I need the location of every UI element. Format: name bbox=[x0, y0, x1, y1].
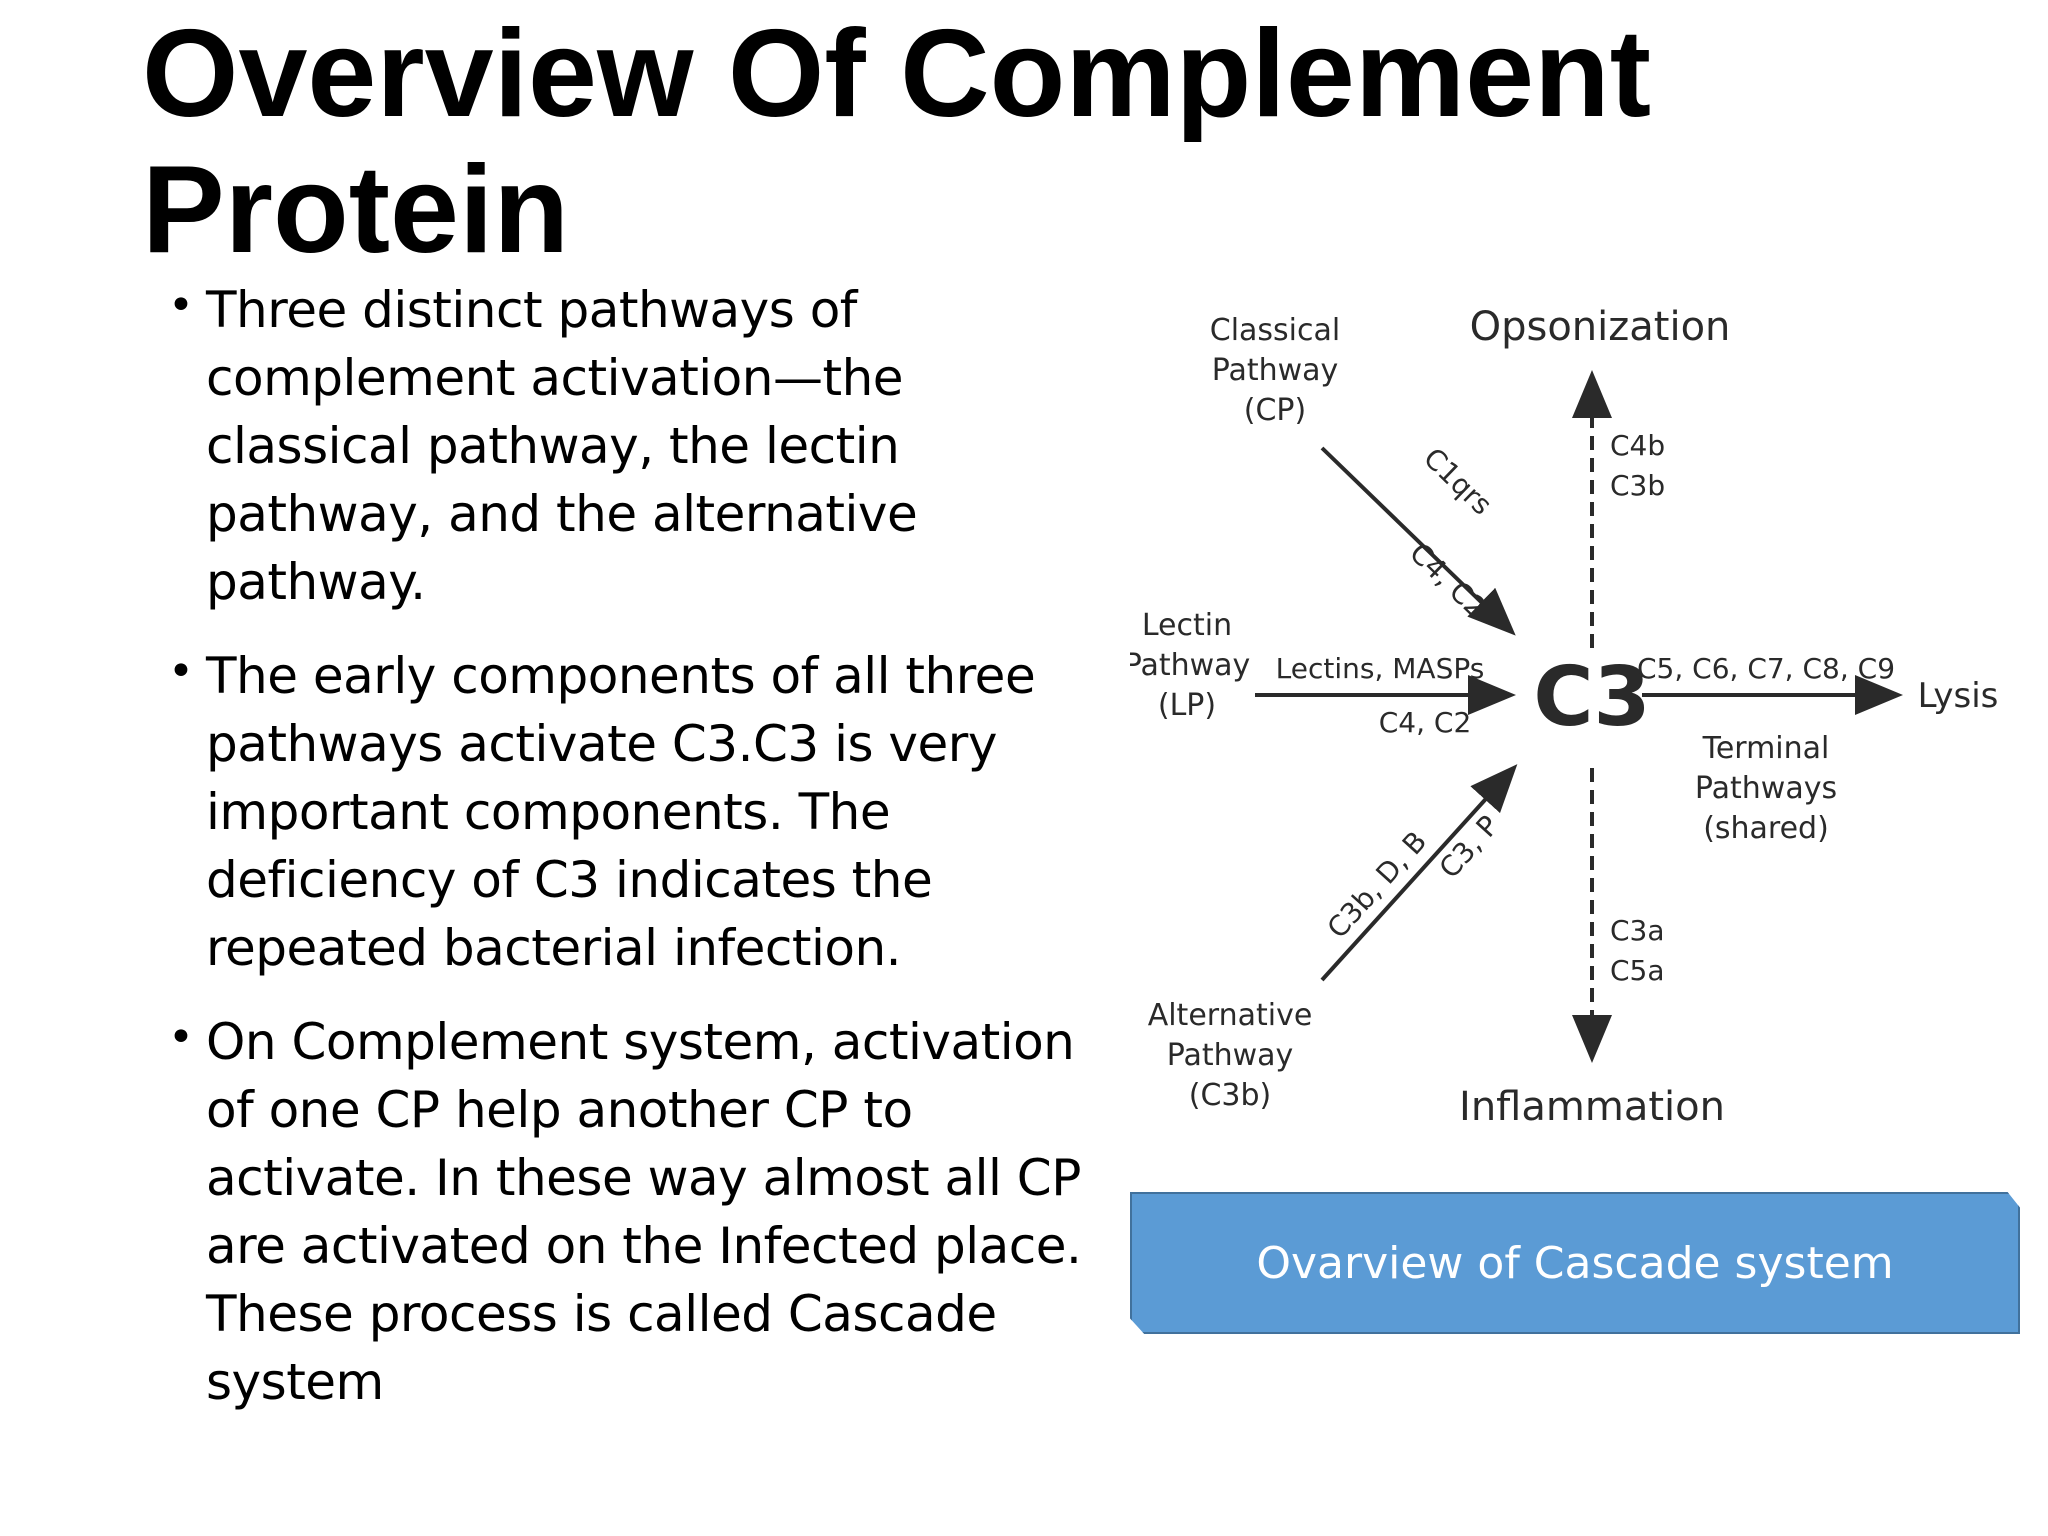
lectin-arrow-label-2: C4, C2 bbox=[1379, 706, 1472, 739]
lectin-arrow-label-1: Lectins, MASPs bbox=[1276, 652, 1485, 685]
classical-arrow bbox=[1320, 446, 1516, 636]
c3-center-label: C3 bbox=[1533, 650, 1650, 745]
classical-arrow-label-2: C4, C2 bbox=[1403, 536, 1492, 624]
bullet-icon: • bbox=[168, 1012, 194, 1063]
lectin-pathway-label-3: (LP) bbox=[1158, 688, 1216, 723]
bullet-icon: • bbox=[168, 646, 194, 697]
lysis-label: Lysis bbox=[1918, 676, 1999, 716]
alternative-arrow-label-1: C3b, D, B bbox=[1321, 825, 1434, 945]
complement-pathway-diagram: Classical Pathway (CP) Opsonization C4b … bbox=[1124, 280, 2030, 1170]
down-arrow-label-2: C5a bbox=[1610, 954, 1665, 987]
slide-title: Overview Of Complement Protein bbox=[142, 5, 1652, 279]
caption-text: Ovarview of Cascade system bbox=[1256, 1237, 1894, 1289]
bullet-item: • On Complement system, activation of on… bbox=[162, 1008, 1082, 1416]
lectin-pathway-label-2: Pathway bbox=[1130, 648, 1250, 683]
right-arrow-label: C5, C6, C7, C8, C9 bbox=[1637, 652, 1895, 685]
alternative-pathway-label-3: (C3b) bbox=[1189, 1078, 1272, 1113]
alternative-pathway-label-1: Alternative bbox=[1148, 998, 1313, 1033]
down-arrow-label-1: C3a bbox=[1610, 914, 1665, 947]
alternative-pathway-label-2: Pathway bbox=[1167, 1038, 1294, 1073]
bullet-text: On Complement system, activation of one … bbox=[206, 1013, 1082, 1411]
classical-pathway-label-1: Classical bbox=[1210, 313, 1340, 348]
bullet-text: Three distinct pathways of complement ac… bbox=[206, 281, 918, 611]
caption-box: Ovarview of Cascade system bbox=[1130, 1192, 2020, 1334]
terminal-pathways-label-1: Terminal bbox=[1702, 731, 1830, 766]
terminal-pathways-label-3: (shared) bbox=[1703, 811, 1829, 846]
lectin-pathway-label-1: Lectin bbox=[1142, 608, 1232, 643]
bullet-item: • Three distinct pathways of complement … bbox=[162, 276, 1082, 616]
up-arrow-label-1: C4b bbox=[1610, 429, 1665, 462]
alternative-arrow bbox=[1320, 764, 1518, 982]
diagram-canvas: Classical Pathway (CP) Opsonization C4b … bbox=[1124, 304, 1999, 1130]
classical-pathway-label-2: Pathway bbox=[1212, 353, 1339, 388]
inflammation-label: Inflammation bbox=[1459, 1084, 1725, 1130]
bullet-icon: • bbox=[168, 280, 194, 331]
up-arrow-label-2: C3b bbox=[1610, 469, 1665, 502]
terminal-pathways-label-2: Pathways bbox=[1695, 771, 1837, 806]
opsonization-label: Opsonization bbox=[1470, 304, 1731, 350]
bullet-list: • Three distinct pathways of complement … bbox=[162, 276, 1082, 1442]
bullet-text: The early components of all three pathwa… bbox=[206, 647, 1036, 977]
classical-arrow-label-1: C1qrs bbox=[1417, 441, 1498, 521]
classical-pathway-label-3: (CP) bbox=[1244, 393, 1306, 428]
bullet-item: • The early components of all three path… bbox=[162, 642, 1082, 982]
